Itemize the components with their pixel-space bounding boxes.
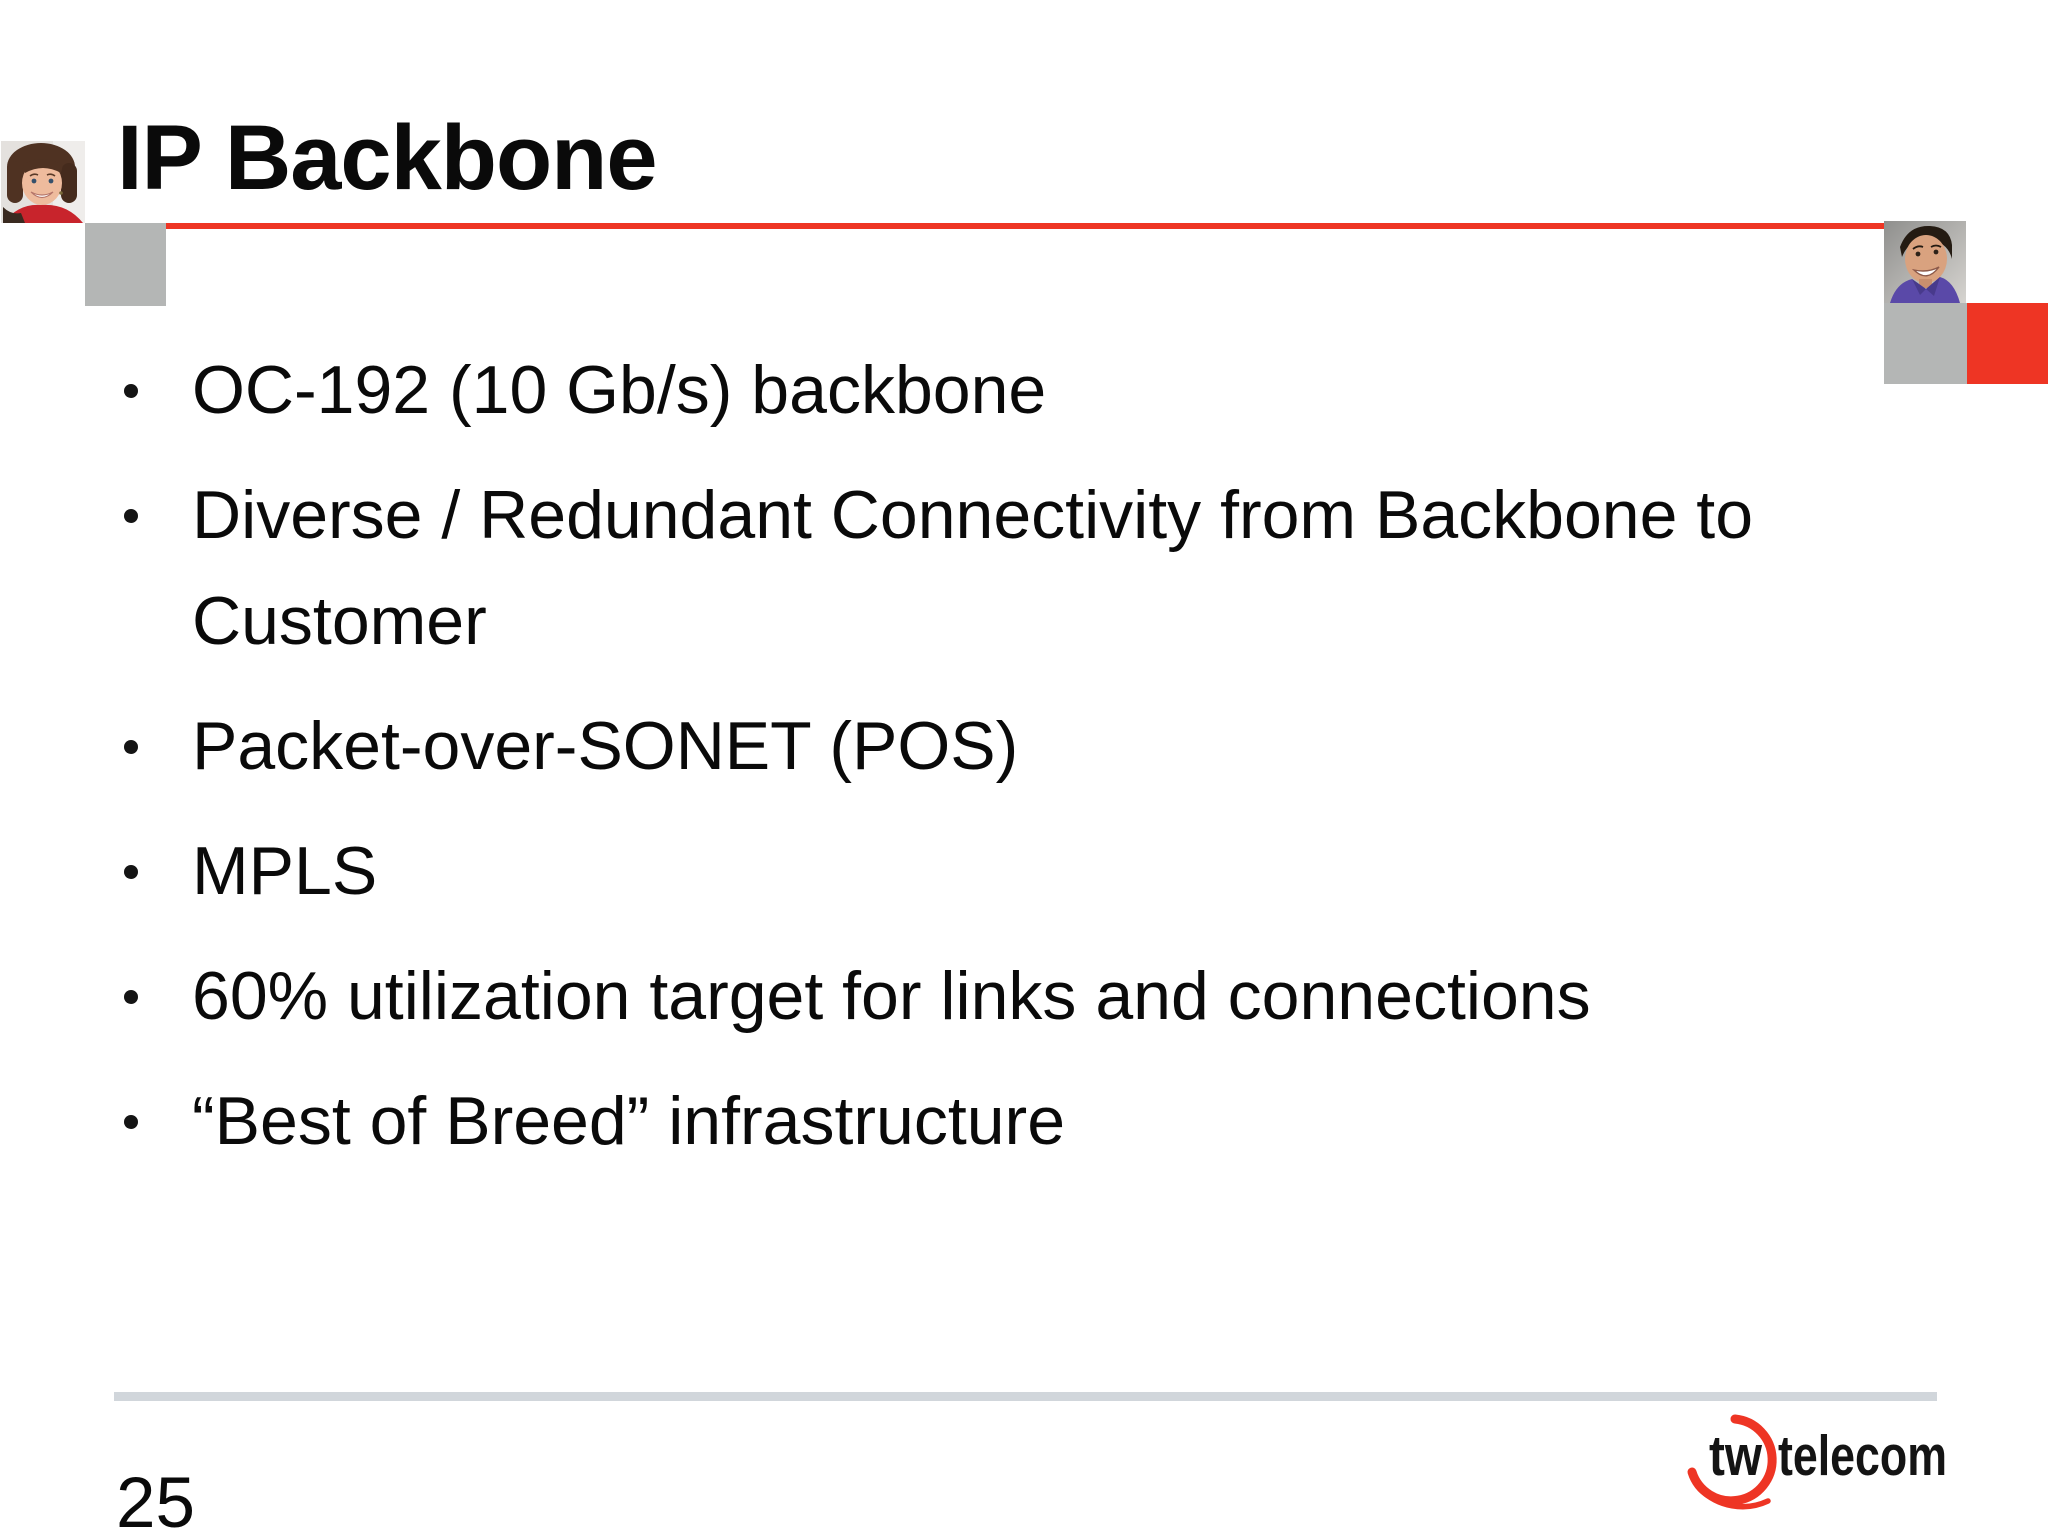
bullet-text: 60% utilization target for links and con… <box>192 958 1591 1034</box>
woman-headshot-photo <box>1 141 85 223</box>
red-square-right <box>1967 303 2048 384</box>
bullet-item-5: 60% utilization target for links and con… <box>122 943 1822 1049</box>
woman-headshot-illustration <box>1 141 85 223</box>
gray-square-left <box>85 223 166 306</box>
bullet-text: MPLS <box>192 833 378 909</box>
bullet-item-1: OC-192 (10 Gb/s) backbone <box>122 337 1822 443</box>
bullet-item-3: Packet-over-SONET (POS) <box>122 693 1822 799</box>
bullet-item-2: Diverse / Redundant Connectivity from Ba… <box>122 462 1822 674</box>
logo-tw-text: tw <box>1709 1424 1763 1488</box>
logo-telecom-text: telecom <box>1778 1424 1947 1488</box>
man-headshot-photo <box>1884 221 1966 303</box>
man-headshot-illustration <box>1884 221 1966 303</box>
bullet-list: OC-192 (10 Gb/s) backbone Diverse / Redu… <box>122 337 1822 1193</box>
title-divider-rule <box>166 223 1884 229</box>
bullet-text: OC-192 (10 Gb/s) backbone <box>192 352 1047 428</box>
bullet-text: “Best of Breed” infrastructure <box>192 1083 1066 1159</box>
bullet-text: Diverse / Redundant Connectivity from Ba… <box>192 477 1754 659</box>
page-title: IP Backbone <box>117 107 658 209</box>
logo-swoosh-small-icon <box>1697 1486 1771 1510</box>
page-number: 25 <box>116 1464 195 1536</box>
footer-divider-rule <box>114 1392 1937 1401</box>
bullet-item-4: MPLS <box>122 818 1822 924</box>
tw-telecom-logo-graphic: tw telecom <box>1687 1414 1947 1510</box>
gray-square-right <box>1884 303 1967 384</box>
tw-telecom-logo: tw telecom <box>1680 1402 1950 1514</box>
bullet-item-6: “Best of Breed” infrastructure <box>122 1068 1822 1174</box>
bullet-text: Packet-over-SONET (POS) <box>192 708 1019 784</box>
